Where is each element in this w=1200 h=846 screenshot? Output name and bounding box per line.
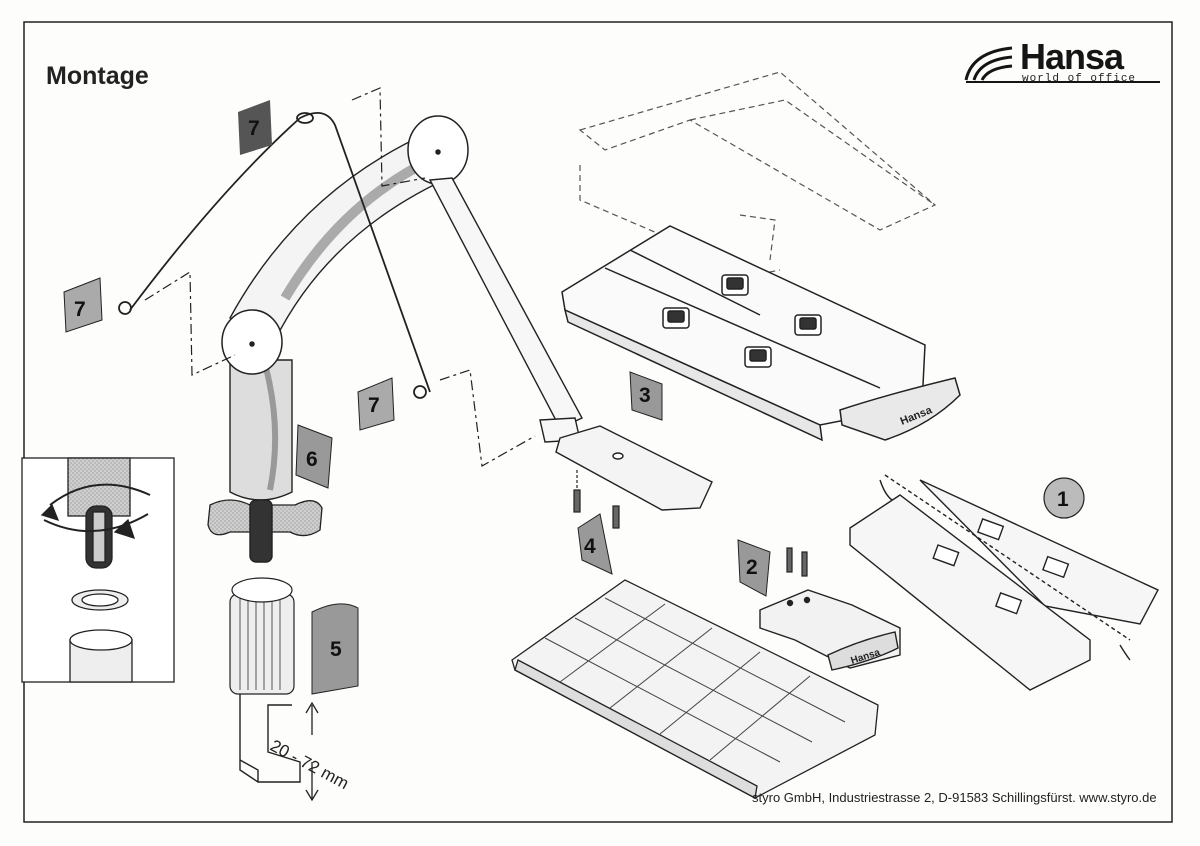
clamp-knob <box>229 577 295 695</box>
svg-text:7: 7 <box>368 394 380 417</box>
logo-tagline: world of office <box>1022 73 1137 85</box>
step-badge-7c: 7 <box>357 377 395 431</box>
step-badge-4: 4 <box>577 513 613 575</box>
elbow-joint <box>407 115 469 185</box>
svg-text:1: 1 <box>1057 488 1069 511</box>
step-badge-5: 5 <box>311 603 359 695</box>
screws <box>573 470 808 577</box>
sheet-frame <box>23 21 1173 823</box>
base-joint <box>221 309 283 375</box>
lamp-column <box>229 359 293 563</box>
mount-bracket <box>555 425 713 511</box>
lamp-head <box>561 225 961 442</box>
footer-address: styro GmbH, Industriestrasse 2, D-91583 … <box>752 790 1157 805</box>
dimension-arrows <box>305 701 319 802</box>
svg-text:4: 4 <box>584 535 596 558</box>
diffuser-panels <box>849 474 1159 691</box>
louvre-grid <box>511 579 879 799</box>
step-badge-7b: 7 <box>63 277 103 333</box>
svg-text:7: 7 <box>74 298 86 321</box>
step-badge-7a: 7 <box>238 100 272 155</box>
step-badge-6: 6 <box>295 424 333 489</box>
leader-lines <box>144 87 536 467</box>
hansa-logo-mark <box>964 46 1160 83</box>
step-badge-3: 3 <box>629 371 663 421</box>
svg-text:5: 5 <box>330 638 342 661</box>
grid-endcap <box>759 589 901 671</box>
detail-inset <box>21 457 175 683</box>
logo-name: Hansa <box>1020 36 1124 77</box>
svg-text:2: 2 <box>746 556 758 579</box>
svg-text:6: 6 <box>306 448 318 471</box>
shade-outline <box>578 71 937 276</box>
svg-text:3: 3 <box>639 384 651 407</box>
page-title: Montage <box>46 62 149 90</box>
desk-clamp <box>239 690 301 783</box>
step-badge-2: 2 <box>737 539 771 597</box>
step-badge-1: 1 <box>1043 477 1085 519</box>
upper-arm <box>428 177 583 443</box>
svg-text:7: 7 <box>248 117 260 140</box>
tension-cables <box>118 111 431 399</box>
